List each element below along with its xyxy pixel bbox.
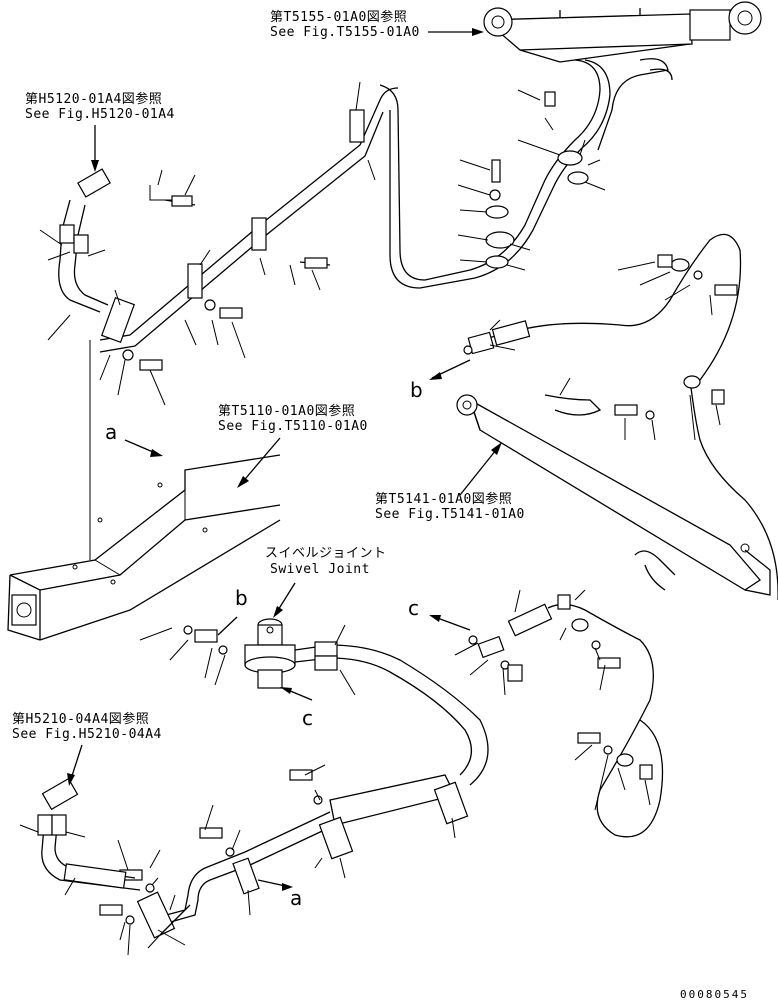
swivel-joint	[244, 618, 296, 689]
ref-t5141-jp: 第T5141-01A0図参照	[375, 492, 513, 507]
ref-h5120-jp: 第H5120-01A4図参照	[25, 92, 163, 107]
ref-t5141-en: See Fig.T5141-01A0	[375, 507, 525, 522]
leader-lines-upper	[39, 81, 606, 406]
upper-clamps	[485, 91, 589, 269]
middle-cylinder	[456, 394, 771, 596]
marker-a-top: a	[105, 420, 118, 444]
right-lower-hoses	[454, 589, 664, 838]
marker-c-right: c	[408, 596, 419, 620]
arrow-h5210	[67, 744, 83, 786]
boom-pipes-upper	[99, 87, 399, 371]
ref-h5210-jp: 第H5210-04A4図参照	[12, 712, 150, 727]
arrow-b-mid	[429, 359, 471, 380]
ref-h5120-en: See Fig.H5120-01A4	[25, 107, 175, 122]
arrow-a-bottom	[257, 879, 293, 891]
swivel-hoses	[294, 624, 489, 786]
upper-cylinder	[483, 1, 762, 63]
arrow-c-swivel	[280, 687, 313, 701]
ref-h5210-en: See Fig.H5210-04A4	[12, 727, 162, 742]
middle-hoses	[463, 233, 778, 600]
marker-a-bottom: a	[290, 886, 303, 910]
drawing-number: 00080545	[680, 988, 749, 1001]
arrow-t5110	[237, 437, 281, 488]
arrow-t5141	[459, 442, 502, 496]
arrow-c-right	[429, 615, 471, 631]
arrow-t5155	[428, 28, 484, 36]
arrow-swivel	[273, 582, 296, 618]
arrow-a-top	[124, 439, 163, 457]
left-hoses-lower	[19, 777, 141, 896]
marker-c-swivel: c	[302, 706, 313, 730]
ref-t5155-en: See Fig.T5155-01A0	[270, 25, 420, 40]
arrow-h5120	[91, 125, 99, 172]
boom-structure	[7, 340, 281, 641]
left-hoses-upper	[58, 168, 111, 313]
ref-t5155-jp: 第T5155-01A0図参照	[270, 10, 408, 25]
upper-hoses	[379, 58, 673, 289]
marker-b-mid: b	[410, 378, 423, 402]
ref-swivel-jp: スイベルジョイント	[265, 546, 387, 561]
ref-t5110-en: See Fig.T5110-01A0	[218, 419, 368, 434]
lower-pipes	[99, 764, 469, 956]
marker-b-swivel: b	[235, 586, 248, 610]
ref-t5110-jp: 第T5110-01A0図参照	[218, 404, 356, 419]
swivel-left-fittings	[139, 616, 238, 686]
ref-swivel-en: Swivel Joint	[270, 562, 370, 577]
